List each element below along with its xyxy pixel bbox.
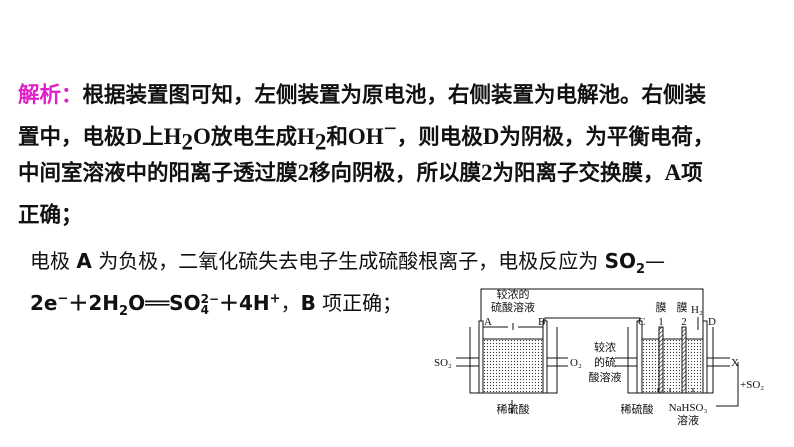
analysis-line-3: 中间室溶液中的阳离子透过膜2移向阴极，所以膜2为阳离子交换膜，A项 — [18, 160, 703, 186]
svg-text:2: 2 — [681, 316, 687, 328]
svg-text:酸溶液: 酸溶液 — [589, 370, 622, 384]
svg-text:SO₂: SO₂ — [434, 357, 452, 369]
svg-text:硫酸溶液: 硫酸溶液 — [491, 300, 535, 314]
svg-text:O₂: O₂ — [570, 357, 582, 369]
svg-text:较浓的: 较浓的 — [497, 287, 530, 301]
svg-text:X: X — [731, 357, 739, 369]
svg-text:较浓: 较浓 — [594, 340, 616, 354]
option-b-line-1: 电极 A 为负极，二氧化硫失去电子生成硫酸根离子，电极反应为 SO2— — [30, 249, 666, 277]
svg-text:膜: 膜 — [656, 301, 667, 314]
svg-text:膜: 膜 — [677, 301, 688, 314]
analysis-line-4: 正确； — [18, 203, 83, 228]
analysis-line-2: 置中，电极D上H2O放电生成H2和OH−，则电极D为阴极，为平衡电荷， — [18, 116, 715, 155]
analysis-label: 解析： — [18, 83, 83, 108]
svg-text:稀硫酸: 稀硫酸 — [497, 402, 530, 416]
svg-text:NaHSO₃: NaHSO₃ — [669, 402, 708, 414]
svg-text:C: C — [638, 316, 645, 328]
svg-text:+SO₂: +SO₂ — [740, 379, 764, 391]
svg-text:稀硫酸: 稀硫酸 — [621, 402, 654, 416]
analysis-line-1: 解析：根据装置图可知，左侧装置为原电池，右侧装置为电解池。右侧装 — [18, 83, 707, 108]
svg-text:1: 1 — [658, 316, 664, 328]
svg-text:溶液: 溶液 — [677, 413, 699, 427]
svg-text:D: D — [708, 316, 716, 328]
svg-text:B: B — [538, 316, 545, 328]
svg-text:的硫: 的硫 — [594, 355, 616, 369]
svg-text:H₂: H₂ — [691, 304, 703, 316]
svg-text:A: A — [484, 316, 492, 328]
